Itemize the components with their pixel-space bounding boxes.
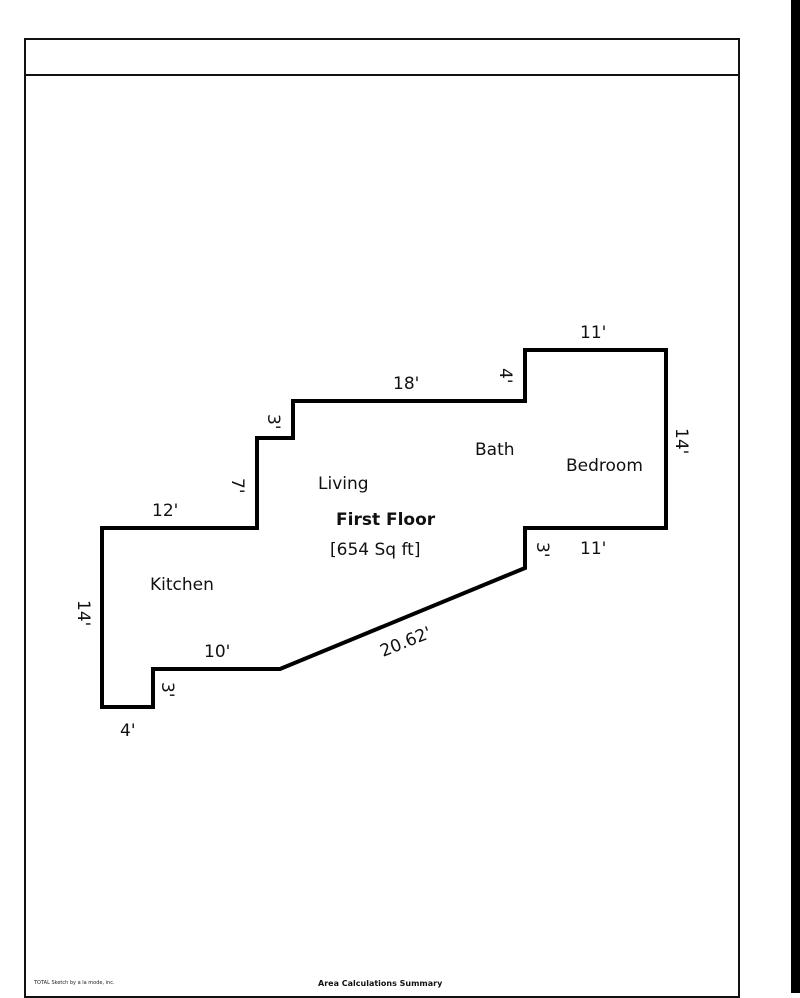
section-title: Area Calculations Summary xyxy=(318,979,443,988)
floor-title: First Floor xyxy=(336,510,436,530)
floor-area: [654 Sq ft] xyxy=(330,540,420,560)
dim-top-living: 18' xyxy=(393,374,419,394)
header-band xyxy=(26,40,738,76)
dim-living-left: 7' xyxy=(227,478,247,494)
dim-diagonal: 20.62' xyxy=(377,623,434,662)
edge-bar xyxy=(791,0,800,993)
dim-notch-vertical: 3' xyxy=(157,682,177,698)
room-bedroom: Bedroom xyxy=(566,456,643,476)
dim-bottom-bedroom: 11' xyxy=(580,539,606,559)
dim-kitchen-top: 12' xyxy=(152,501,178,521)
room-bath: Bath xyxy=(475,440,515,460)
dim-small-step: 3' xyxy=(263,414,283,430)
floor-outline xyxy=(100,348,668,709)
dim-kitchen-bottom: 10' xyxy=(204,642,230,662)
dim-kitchen-left: 14' xyxy=(73,600,93,626)
dim-top-bedroom: 11' xyxy=(580,323,606,343)
dim-bath-step: 4' xyxy=(495,368,515,384)
dim-notch-bottom: 4' xyxy=(120,721,136,741)
room-kitchen: Kitchen xyxy=(150,575,214,595)
software-credit: TOTAL Sketch by a la mode, inc. xyxy=(34,980,115,986)
room-living: Living xyxy=(318,474,369,494)
dim-right-bedroom: 14' xyxy=(671,428,691,454)
dim-bedroom-step: 3' xyxy=(532,542,552,558)
